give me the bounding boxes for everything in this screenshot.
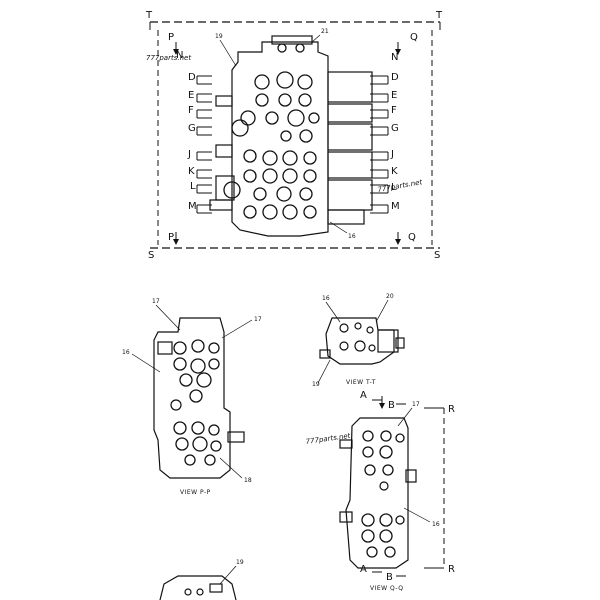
label-m-right: M [391, 201, 400, 212]
label-a-bottom: A [360, 564, 367, 575]
label-j-right: J [390, 149, 394, 160]
label-b-bottom: B [386, 572, 393, 583]
view-tt: 16 20 19 VIEW T-T [312, 293, 405, 388]
view-tt-body [319, 317, 405, 365]
view-pp-caption: VIEW P-P [180, 489, 211, 496]
label-t-right: T [435, 10, 443, 21]
label-b-top: B [388, 400, 395, 411]
main-valve-body [209, 35, 373, 237]
label-a-top: A [360, 390, 367, 401]
callout-16-top: 16 [348, 233, 356, 240]
label-q-bottom-right: Q [408, 232, 416, 243]
label-k-left: K [188, 166, 195, 177]
view-pp-ports [173, 339, 222, 466]
label-t-left: T [145, 10, 153, 21]
label-d-right: D [391, 72, 399, 83]
label-e-right: E [391, 90, 397, 101]
label-g-left: G [188, 123, 196, 134]
callout-16-tt: 16 [322, 295, 330, 302]
right-section-labels: Q N D E F G J K L M Q [390, 32, 418, 243]
watermark-qq: 777parts.net [305, 432, 351, 446]
callout-19-tt: 19 [312, 381, 320, 388]
label-g-right: G [391, 123, 399, 134]
callout-19-top: 19 [215, 33, 223, 40]
label-n-left: N [176, 50, 183, 61]
label-j-left: J [187, 149, 191, 160]
view-pp-body [153, 317, 245, 479]
label-e-left: E [188, 90, 194, 101]
label-k-right: K [391, 166, 398, 177]
view-pp: 17 17 16 18 VIEW P-P [122, 298, 262, 496]
view-tt-ports [339, 322, 376, 352]
callout-17-pp-left: 17 [152, 298, 160, 305]
callout-21: 21 [321, 28, 329, 35]
watermark-top-right: 777parts.net [377, 178, 423, 194]
label-p-bottom-left: P [168, 232, 174, 243]
callout-18-pp: 18 [244, 477, 252, 484]
top-view: T T S S P N D E F G J K L M P Q N D E [145, 10, 443, 261]
label-s-left: S [148, 250, 154, 261]
label-n-right: N [391, 52, 398, 63]
watermark-top-left: 777parts.net [146, 54, 191, 62]
label-m-left: M [188, 201, 197, 212]
callout-16-qq: 16 [432, 521, 440, 528]
callout-17-pp-right: 17 [254, 316, 262, 323]
callout-17-qq: 17 [412, 401, 420, 408]
left-section-labels: P N D E F G J K L M P [168, 32, 197, 243]
label-l-left: L [190, 181, 196, 192]
view-qq-body [339, 417, 417, 569]
label-l-right: L [391, 182, 397, 193]
label-r-bottom: R [448, 564, 455, 575]
label-f-right: F [391, 105, 397, 116]
view-qq: A B A B R R 17 16 777parts.net [305, 390, 455, 592]
label-q-top-right: Q [410, 32, 418, 43]
callout-20-tt: 20 [386, 293, 394, 300]
main-valve-ports [223, 43, 320, 220]
view-tt-caption: VIEW T-T [346, 379, 376, 386]
view-qq-caption: VIEW Q-Q [370, 585, 404, 592]
view-qq-ports [361, 430, 405, 558]
callout-19-bottom: 19 [236, 559, 244, 566]
bottom-partial-view: 19 [159, 559, 244, 600]
label-r-top: R [448, 404, 455, 415]
label-p-top-left: P [168, 32, 174, 43]
label-d-left: D [188, 72, 196, 83]
label-s-right: S [434, 250, 440, 261]
callout-16-pp: 16 [122, 349, 130, 356]
label-f-left: F [188, 105, 194, 116]
